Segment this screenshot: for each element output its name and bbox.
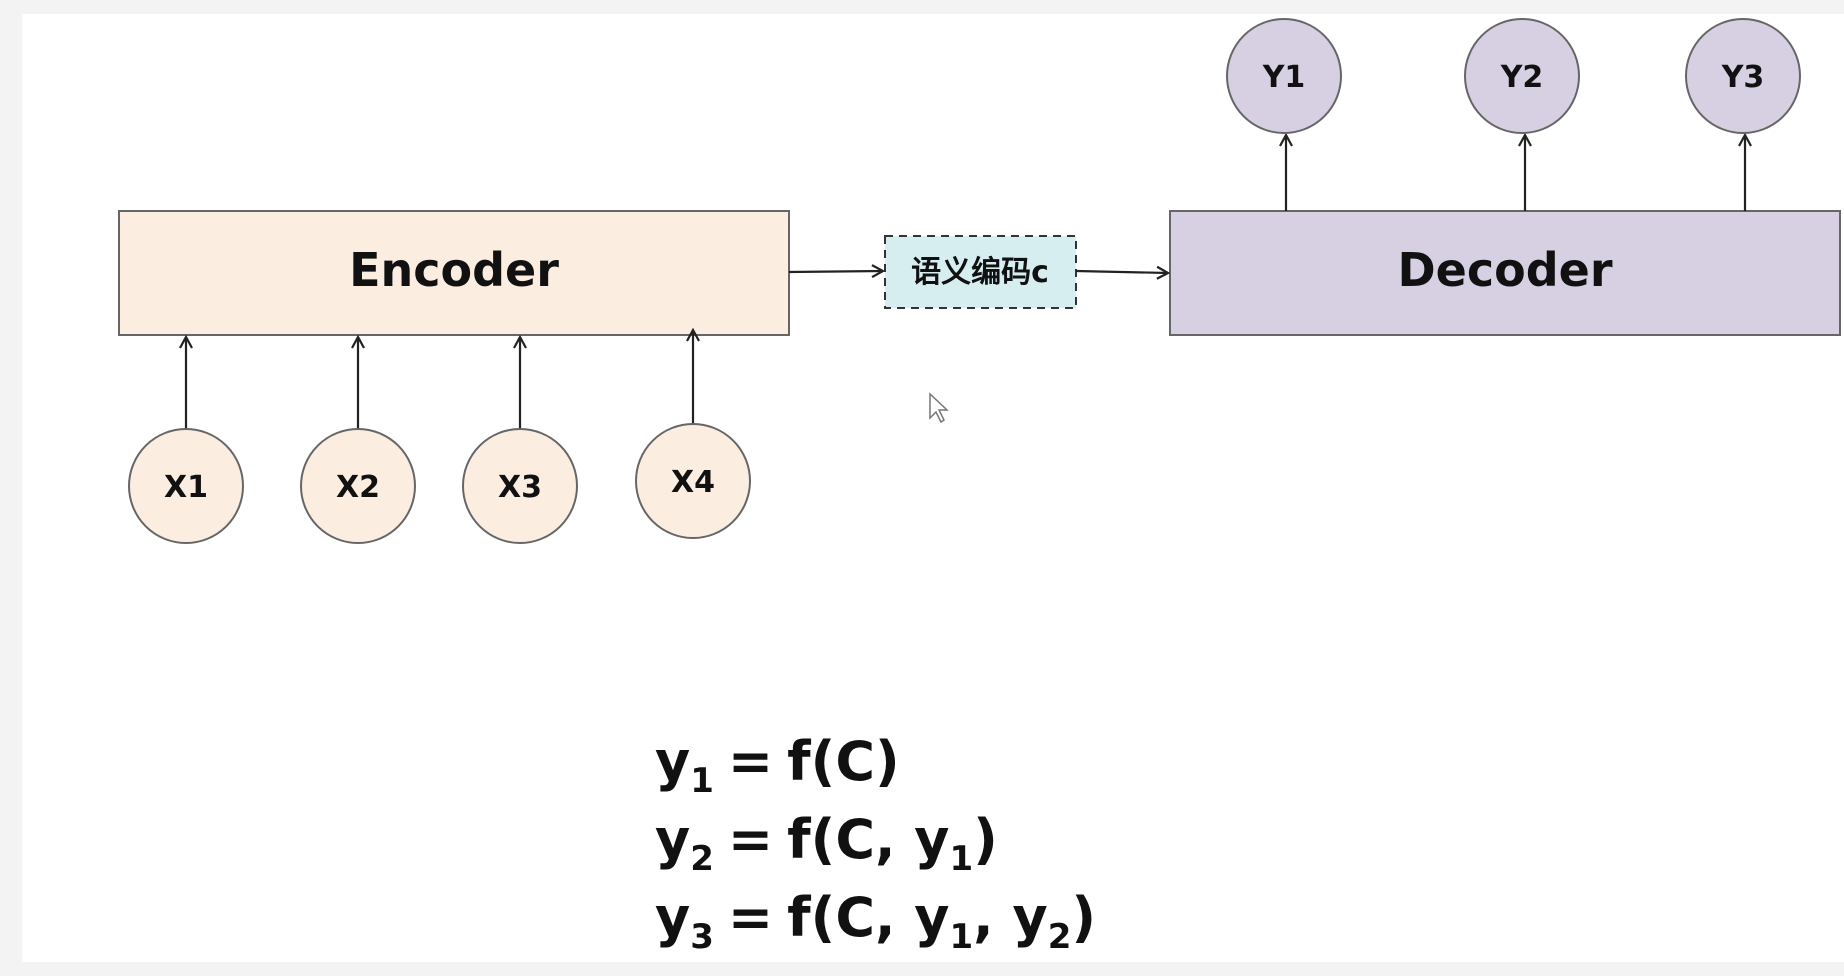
input-label: X4 <box>671 465 715 500</box>
eq-arg: C <box>835 886 875 949</box>
eq-arg: y <box>914 808 949 871</box>
eq-lhs-var: y <box>655 730 690 793</box>
eq-lhs-var: y <box>655 886 690 949</box>
encoder-to-context-arrow <box>788 271 883 272</box>
input-label: X2 <box>336 470 380 505</box>
equation-1: y1=f(C) <box>655 730 900 801</box>
decoder-label: Decoder <box>1397 243 1612 297</box>
input-label: X1 <box>164 470 208 505</box>
eq-fn: f( <box>787 808 835 871</box>
equation-2: y2=f(C, y1) <box>655 808 998 879</box>
eq-arg: C <box>835 730 875 793</box>
encoder-block: Encoder <box>118 210 790 336</box>
eq-lhs-var: y <box>655 808 690 871</box>
input-node-x1: X1 <box>128 337 244 544</box>
eq-arg: y <box>1012 886 1047 949</box>
eq-close: ) <box>973 808 998 871</box>
eq-arg-sub: 1 <box>949 839 973 879</box>
input-label: X3 <box>498 470 542 505</box>
equation-3: y3=f(C, y1, y2) <box>655 886 1096 957</box>
eq-lhs-sub: 2 <box>690 839 714 879</box>
eq-arg-sub: 2 <box>1048 917 1072 957</box>
eq-fn: f( <box>787 730 835 793</box>
eq-close: ) <box>1071 886 1096 949</box>
eq-close: ) <box>875 730 900 793</box>
input-node-x3: X3 <box>462 337 578 544</box>
context-to-decoder-arrow <box>1075 271 1168 273</box>
mouse-cursor-icon <box>929 392 949 424</box>
input-node-x4: X4 <box>635 330 751 539</box>
eq-lhs-sub: 3 <box>690 917 714 957</box>
equation-block: y1=f(C) y2=f(C, y1) y3=f(C, y1, y2) <box>655 730 1096 957</box>
eq-arg: C <box>835 808 875 871</box>
output-node-y2: Y2 <box>1464 18 1580 211</box>
eq-arg: y <box>914 886 949 949</box>
output-node-y1: Y1 <box>1226 18 1342 211</box>
output-label: Y2 <box>1500 60 1544 95</box>
eq-lhs-sub: 1 <box>690 761 714 801</box>
encoder-label: Encoder <box>349 243 559 297</box>
decoder-block: Decoder <box>1169 210 1841 336</box>
input-node-x2: X2 <box>300 337 416 544</box>
context-vector-box: 语义编码c <box>884 235 1077 309</box>
output-label: Y1 <box>1262 60 1306 95</box>
output-label: Y3 <box>1721 60 1765 95</box>
eq-fn: f( <box>787 886 835 949</box>
output-node-y3: Y3 <box>1685 18 1801 211</box>
context-vector-label: 语义编码c <box>911 255 1049 290</box>
eq-arg-sub: 1 <box>949 917 973 957</box>
